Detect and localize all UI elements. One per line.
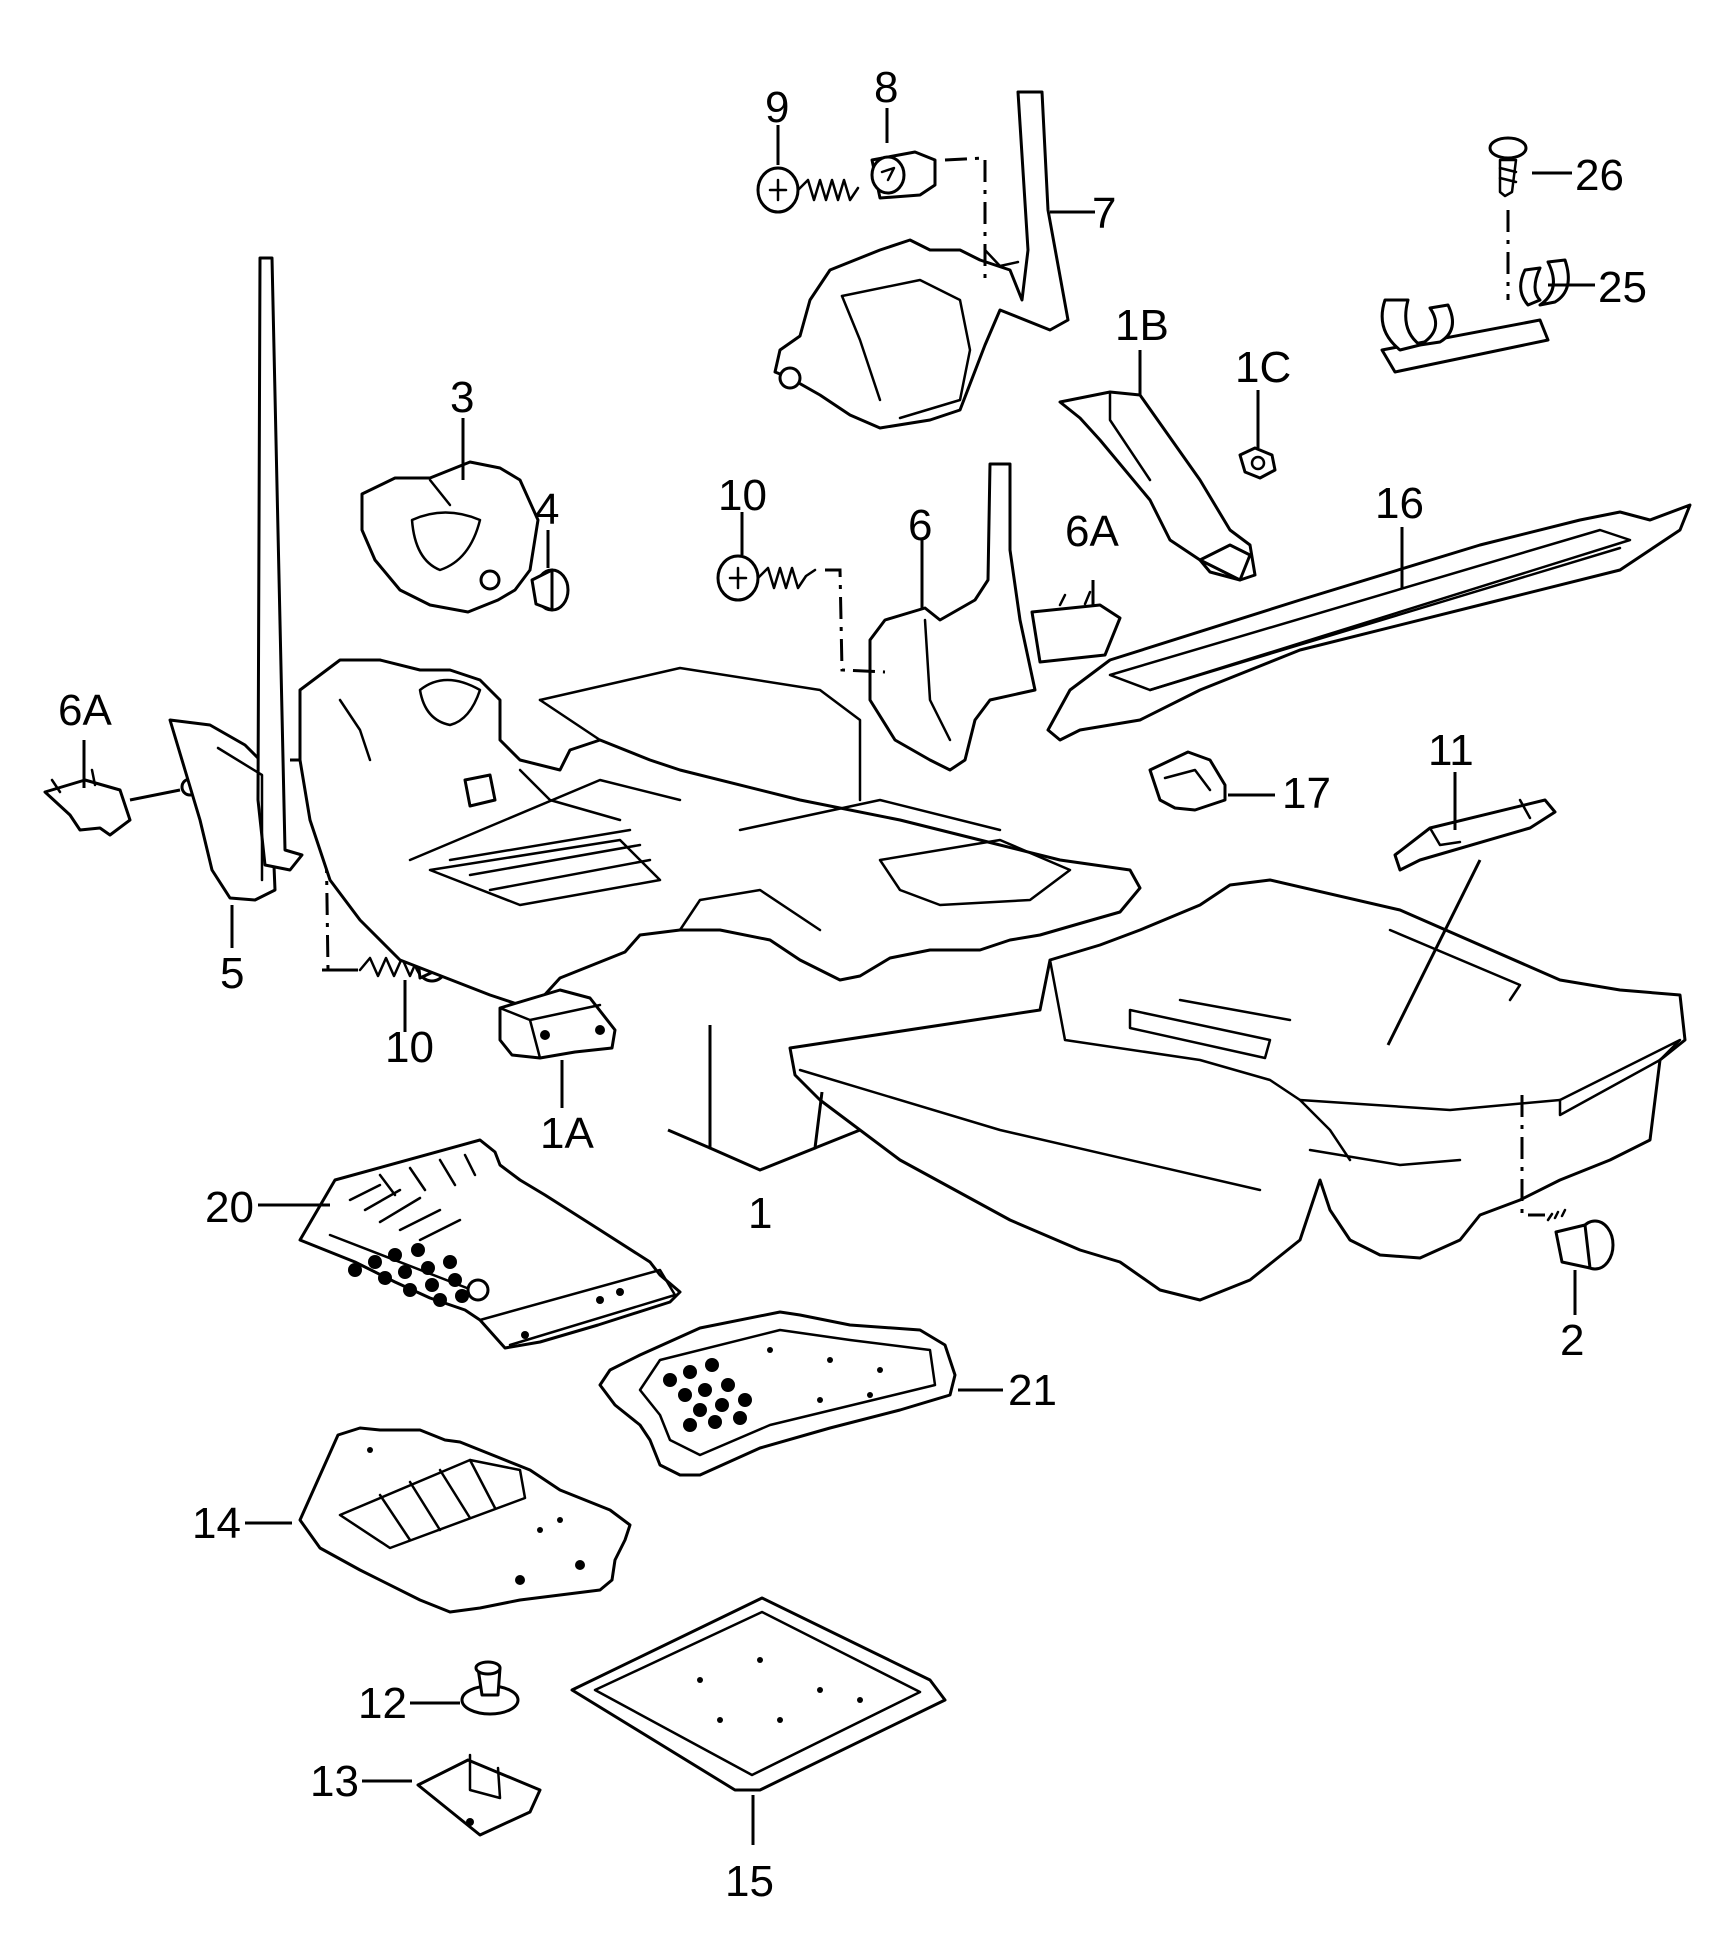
label-20: 20 — [205, 1183, 254, 1232]
part-5-pillar-trim — [168, 256, 304, 902]
label-7: 7 — [1092, 189, 1116, 238]
label-4: 4 — [535, 485, 559, 534]
label-1A: 1A — [540, 1109, 594, 1158]
label-3: 3 — [450, 373, 474, 422]
label-2: 2 — [1560, 1316, 1584, 1365]
label-26: 26 — [1575, 151, 1624, 200]
part-6-trim — [868, 462, 1037, 772]
label-9: 9 — [765, 83, 789, 132]
label-6: 6 — [908, 501, 932, 550]
label-1C: 1C — [1235, 343, 1291, 392]
part-16-sill — [1046, 503, 1692, 742]
part-6A-bracket-left — [43, 768, 132, 837]
part-1A-block — [498, 988, 617, 1060]
part-10-screw-upper — [716, 554, 817, 602]
part-12-button — [460, 1660, 520, 1716]
label-21: 21 — [1008, 1366, 1057, 1415]
label-10-upper: 10 — [718, 471, 767, 520]
label-16: 16 — [1375, 479, 1424, 528]
part-2-plug — [1546, 1208, 1615, 1271]
part-4-plug — [530, 568, 570, 612]
part-1-rear-floor — [788, 878, 1687, 1302]
label-25: 25 — [1598, 263, 1647, 312]
part-1-front-floor — [298, 658, 1142, 1007]
part-7-trim-panel — [773, 90, 1070, 430]
label-17: 17 — [1282, 769, 1331, 818]
part-11-strip — [1393, 798, 1557, 872]
part-9-screw — [756, 166, 860, 214]
part-25-bracket — [1380, 258, 1570, 374]
part-26-screw — [1488, 136, 1528, 198]
label-14: 14 — [192, 1499, 241, 1548]
label-1-bracket — [667, 1025, 861, 1172]
label-13: 13 — [310, 1757, 359, 1806]
label-11: 11 — [1428, 726, 1474, 775]
label-15: 15 — [725, 1857, 774, 1906]
part-6A-bracket-right — [1030, 590, 1122, 664]
part-14-floor-mat — [298, 1426, 632, 1614]
label-12: 12 — [358, 1679, 407, 1728]
label-1: 1 — [748, 1189, 772, 1238]
part-13-clip — [416, 1753, 542, 1837]
label-6A-right: 6A — [1065, 507, 1119, 556]
part-8-clip — [870, 150, 937, 200]
part-17-clip — [1148, 750, 1227, 812]
part-1B-strip — [1058, 390, 1257, 582]
part-21-floor-mat — [598, 1310, 957, 1477]
part-15-floor-mat — [570, 1596, 947, 1792]
part-1C-nut — [1238, 446, 1277, 480]
part-20-floor-mat — [298, 1138, 682, 1350]
part-3-panel — [360, 460, 540, 614]
label-6A-left: 6A — [58, 686, 112, 735]
label-8: 8 — [874, 63, 898, 112]
label-5: 5 — [220, 949, 244, 998]
label-10-lower: 10 — [385, 1023, 434, 1072]
label-1B: 1B — [1115, 301, 1169, 350]
